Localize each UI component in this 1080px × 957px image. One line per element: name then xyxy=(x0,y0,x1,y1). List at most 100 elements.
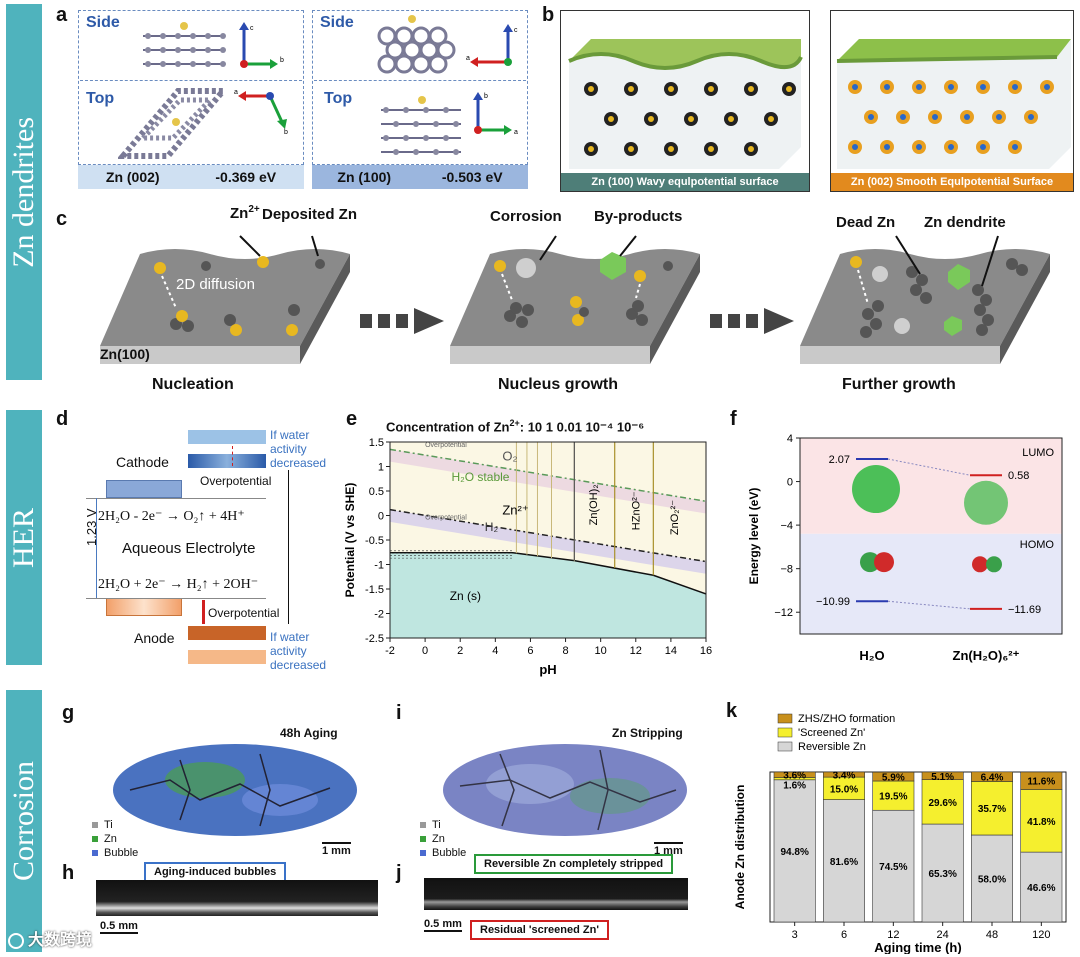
lumo-value: 0.58 xyxy=(1008,470,1029,482)
watermark-logo-icon xyxy=(8,932,24,949)
y-tick-label: −8 xyxy=(780,564,793,576)
x-axis-label: pH xyxy=(539,662,556,677)
panel-b-label: b xyxy=(542,4,555,26)
lumo-value: 2.07 xyxy=(829,454,850,466)
legend-label: Reversible Zn xyxy=(798,741,866,753)
x-tick-label: 48 xyxy=(986,929,998,941)
overpotential-top: Overpotential xyxy=(200,474,272,488)
h2-overpotential-band xyxy=(390,509,706,574)
axis-a-label: a xyxy=(234,89,238,96)
lumo-label: LUMO xyxy=(1022,447,1054,459)
adsorption-energy: -0.503 eV xyxy=(441,169,503,185)
axis-a-label: a xyxy=(514,129,518,136)
panel-g-legend: Ti Zn Bubble xyxy=(92,818,138,860)
y-tick-label: -0.5 xyxy=(365,535,384,547)
panel-a-left-top: Top xyxy=(86,90,115,107)
homo-value: −10.99 xyxy=(816,596,850,608)
panel-g-title: 48h Aging xyxy=(280,726,338,740)
anode-label: Anode xyxy=(134,630,175,646)
label-corrosion: Corrosion xyxy=(490,208,562,225)
axis-b-label: b xyxy=(284,129,288,136)
overpotential-bottom: Overpotential xyxy=(208,606,280,620)
panel-g-scale: 1 mm xyxy=(322,842,351,857)
bar-segment xyxy=(872,771,915,782)
x-tick-label: 3 xyxy=(792,929,798,941)
panel-b-right: Zn (002) Smooth Equlpotential Surface xyxy=(830,10,1074,192)
x-tick-label: 12 xyxy=(630,645,642,657)
data-label: 58.0% xyxy=(978,875,1006,886)
label-deposited-zn: Deposited Zn xyxy=(262,206,358,223)
data-label: 65.3% xyxy=(928,869,956,880)
slab-nucleus-growth xyxy=(450,235,700,364)
axis-c-label: c xyxy=(250,25,254,32)
panel-a-left-divider xyxy=(80,80,302,81)
data-label: 15.0% xyxy=(830,784,858,795)
data-label: 5.1% xyxy=(931,772,954,783)
baseline-bottom xyxy=(86,598,266,599)
reaction-oxygen: 2H₂O - 2e⁻ → O₂↑ + 4H⁺ xyxy=(98,509,245,524)
y-tick-label: 0 xyxy=(378,511,384,523)
homo-orbital-complex xyxy=(986,556,1002,573)
zn002-top-structure xyxy=(118,88,228,159)
side-tab-her-label: HER xyxy=(7,507,40,568)
homo-value: −11.69 xyxy=(1008,604,1041,616)
facet-label: Zn (002) xyxy=(105,169,160,185)
panel-a-left-side: Side xyxy=(86,14,120,31)
data-label: 1.6% xyxy=(783,780,806,791)
y-tick-label: −12 xyxy=(774,607,793,619)
legend-swatch xyxy=(777,741,793,752)
panel-a-right-footer: Zn (100) -0.503 eV xyxy=(312,165,528,189)
lumo-region xyxy=(800,438,1062,534)
zn100-side-structure xyxy=(377,15,456,74)
y-tick-label: 0.5 xyxy=(369,486,384,498)
x-tick-label: 16 xyxy=(700,645,712,657)
y-tick-label: -2.5 xyxy=(365,633,384,645)
data-label: 41.8% xyxy=(1027,817,1055,828)
legend-swatch xyxy=(777,727,793,738)
panel-b-left-caption: Zn (100) Wavy equlpotential surface xyxy=(561,173,809,191)
panel-c-process xyxy=(100,235,1050,364)
o2-label: O₂ xyxy=(502,449,517,464)
aging-electrode-image xyxy=(113,744,357,836)
panel-b-right-caption: Zn (002) Smooth Equlpotential Surface xyxy=(831,173,1073,191)
data-label: 35.7% xyxy=(978,804,1006,815)
data-label: 46.6% xyxy=(1027,883,1055,894)
homo-orbital-h2o xyxy=(860,552,880,573)
bar-segment xyxy=(872,780,915,811)
smooth-equipotential-block xyxy=(836,39,1071,169)
x-tick-label: -2 xyxy=(385,645,395,657)
label-2d-diffusion: 2D diffusion xyxy=(176,276,255,293)
lumo-orbital-h2o xyxy=(852,465,900,514)
label-byproducts: By-products xyxy=(594,208,683,225)
y-axis-label: Energy level (eV) xyxy=(747,488,761,585)
y-tick-label: 1.5 xyxy=(369,437,384,449)
y-tick-label: 1 xyxy=(378,462,384,474)
stable-label: H₂O stable xyxy=(451,470,509,484)
stage-nucleation: Nucleation xyxy=(152,376,234,393)
label-zn-dendrite: Zn dendrite xyxy=(924,214,1006,231)
lumo-connector xyxy=(887,458,971,476)
bar-segment xyxy=(823,771,865,778)
y-tick-label: 4 xyxy=(787,433,793,445)
homo-region xyxy=(800,533,1062,634)
data-label: 29.6% xyxy=(928,798,956,809)
x-tick-label: 8 xyxy=(562,645,568,657)
y-tick-label: −4 xyxy=(780,520,793,532)
axis-c-label: c xyxy=(514,27,518,34)
panel-j-scale: 0.5 mm xyxy=(424,918,462,932)
x-tick-label: 0 xyxy=(422,645,428,657)
process-arrow xyxy=(710,308,794,334)
hzno-label: HZnO²⁻ xyxy=(630,491,642,530)
data-label: 19.5% xyxy=(879,792,907,803)
process-arrow xyxy=(360,308,444,334)
axis-b-label: b xyxy=(484,93,488,100)
anode-bar xyxy=(106,598,182,616)
cathode-label: Cathode xyxy=(116,454,169,470)
cathode-band-dark xyxy=(188,454,266,468)
panel-i-label: i xyxy=(396,702,402,724)
zn2-label: Zn²⁺ xyxy=(502,503,528,518)
label-zn2: Zn2+ xyxy=(230,204,260,222)
x-tick-label: 4 xyxy=(492,645,498,657)
panel-e-label: e xyxy=(346,408,358,430)
